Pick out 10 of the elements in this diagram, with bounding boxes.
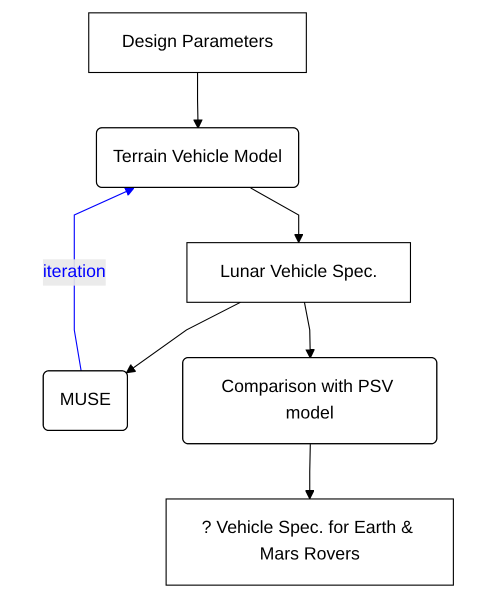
edge-label: iteration: [42, 262, 106, 282]
node-box: Design Parameters: [88, 12, 307, 74]
arrow: [250, 187, 304, 244]
node-box: Lunar Vehicle Spec.: [186, 242, 411, 303]
arrow: [304, 444, 314, 500]
arrow: [192, 72, 203, 129]
node-box: ? Vehicle Spec. for Earth & Mars Rovers: [165, 498, 454, 586]
arrow: [126, 302, 241, 374]
arrow: [74, 187, 134, 372]
arrow: [304, 302, 315, 359]
